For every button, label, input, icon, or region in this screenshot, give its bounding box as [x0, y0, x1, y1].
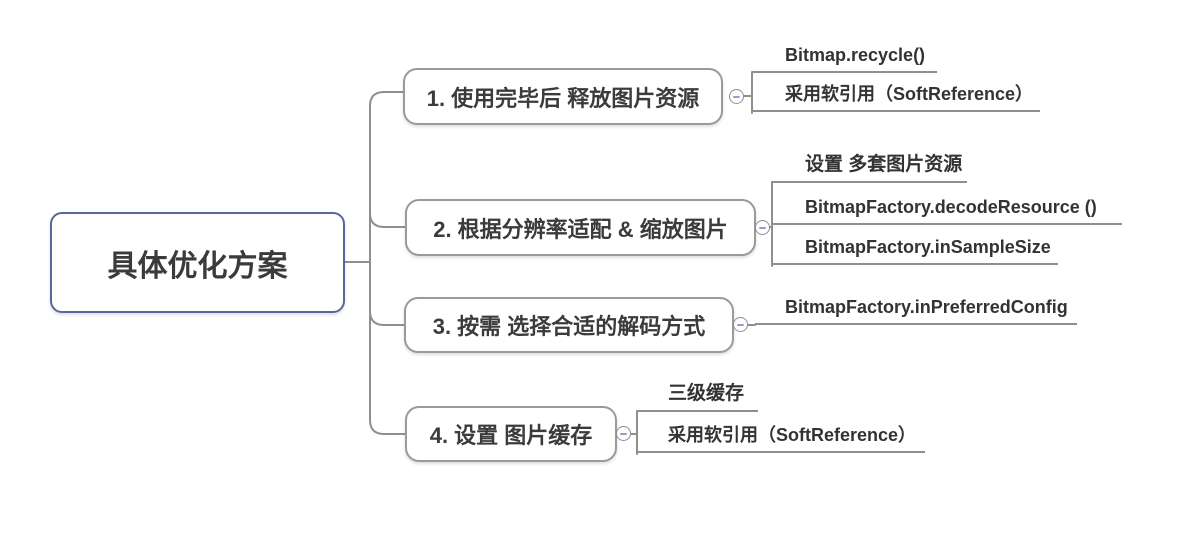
branch-node-label: 1. 使用完毕后 释放图片资源 [426, 85, 700, 111]
child-node-label: BitmapFactory.inSampleSize [805, 237, 1051, 257]
branch-node-label: 4. 设置 图片缓存 [429, 423, 593, 448]
trunk-line [369, 91, 406, 435]
child-node-label: 三级缓存 [668, 383, 745, 404]
collapse-toggle[interactable] [755, 220, 770, 235]
branch2-elbow-line [369, 212, 406, 228]
child-node[interactable]: BitmapFactory.inSampleSize [772, 236, 1058, 265]
branch-node-4[interactable]: 4. 设置 图片缓存 [405, 406, 617, 462]
child-node-label: BitmapFactory.decodeResource () [805, 197, 1097, 217]
branch1-children-bracket [743, 71, 753, 114]
child-node-label: BitmapFactory.inPreferredConfig [785, 297, 1068, 317]
collapse-toggle[interactable] [733, 317, 748, 332]
branch-node-2[interactable]: 2. 根据分辨率适配 & 缩放图片 [405, 199, 756, 256]
minus-icon [759, 226, 766, 229]
child-node-label: 采用软引用（SoftReference） [668, 425, 917, 445]
root-node-label: 具体优化方案 [107, 249, 288, 283]
branch-node-label: 3. 按需 选择合适的解码方式 [432, 314, 706, 339]
branch-node-1[interactable]: 1. 使用完毕后 释放图片资源 [403, 68, 723, 125]
child-node[interactable]: 采用软引用（SoftReference） [637, 424, 925, 453]
minus-icon [733, 95, 740, 98]
child-node-label: Bitmap.recycle() [785, 45, 926, 65]
child-node[interactable]: BitmapFactory.inPreferredConfig [755, 296, 1077, 325]
child-node[interactable]: Bitmap.recycle() [752, 44, 937, 73]
child-node[interactable]: 设置 多套图片资源 [772, 154, 967, 183]
minus-icon [737, 323, 744, 326]
child-node-label: 采用软引用（SoftReference） [785, 84, 1034, 104]
collapse-toggle[interactable] [729, 89, 744, 104]
branch-node-3[interactable]: 3. 按需 选择合适的解码方式 [404, 297, 734, 353]
child-node-label: 设置 多套图片资源 [805, 154, 963, 175]
child-node[interactable]: BitmapFactory.decodeResource () [772, 196, 1122, 225]
child-node[interactable]: 采用软引用（SoftReference） [752, 83, 1040, 112]
branch-node-label: 2. 根据分辨率适配 & 缩放图片 [433, 216, 728, 242]
child-node[interactable]: 三级缓存 [637, 383, 758, 412]
branch4-children-bracket [630, 410, 638, 455]
collapse-toggle[interactable] [616, 426, 631, 441]
minus-icon [620, 432, 627, 435]
branch3-elbow-line [369, 310, 405, 326]
root-node[interactable]: 具体优化方案 [50, 212, 345, 313]
